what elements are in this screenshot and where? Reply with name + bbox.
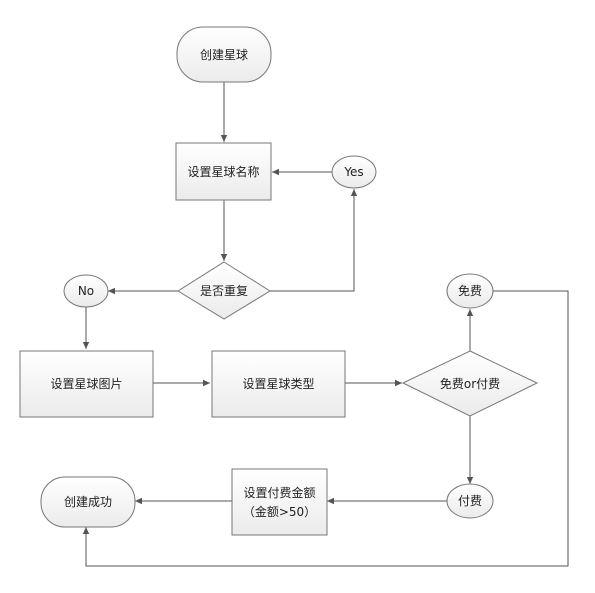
no-node: No — [63, 274, 109, 308]
paid-label: 付费 — [458, 494, 482, 508]
set-fee-label-line1: 设置付费金额 — [243, 485, 315, 500]
create-success-label: 创建成功 — [64, 495, 112, 509]
free-node: 免费 — [446, 273, 494, 309]
set-type-label: 设置星球类型 — [242, 377, 314, 391]
create-planet-label: 创建星球 — [200, 48, 248, 62]
free-or-paid-node: 免费or付费 — [401, 350, 539, 417]
set-name-label: 设置星球名称 — [187, 164, 259, 179]
create-planet-node: 创建星球 — [176, 26, 272, 83]
free-or-paid-label: 免费or付费 — [440, 376, 500, 391]
set-type-node: 设置星球类型 — [211, 350, 346, 418]
set-name-node: 设置星球名称 — [175, 142, 272, 201]
yes-node: Yes — [331, 155, 377, 189]
create-success-node: 创建成功 — [40, 476, 136, 528]
is-duplicate-label: 是否重复 — [200, 284, 248, 298]
paid-node: 付费 — [446, 483, 494, 519]
edge-duplicate-to-yes — [270, 189, 358, 292]
set-fee-label-line2: （金额>50） — [243, 504, 316, 519]
no-label: No — [78, 284, 94, 298]
edge-free-to-success — [82, 290, 569, 567]
is-duplicate-node: 是否重复 — [177, 261, 271, 320]
free-label: 免费 — [458, 283, 482, 298]
yes-label: Yes — [343, 165, 363, 179]
set-image-label: 设置星球图片 — [50, 377, 122, 391]
set-image-node: 设置星球图片 — [19, 350, 154, 418]
set-fee-node: 设置付费金额 （金额>50） — [231, 468, 328, 536]
